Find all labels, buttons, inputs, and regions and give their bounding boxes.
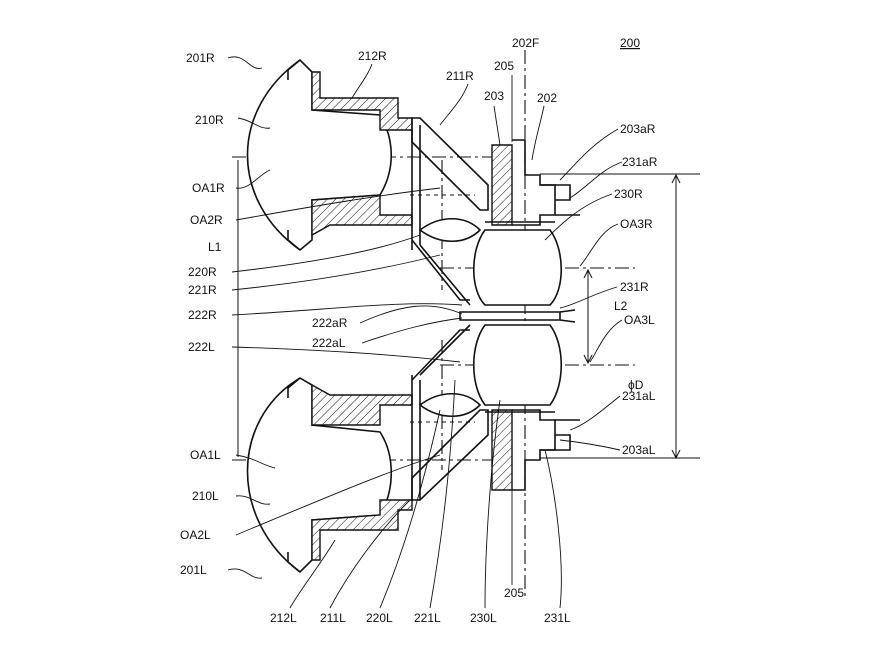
label-230L: 230L [470,611,497,625]
label-OA3R: OA3R [620,217,653,231]
label-222L: 222L [188,340,215,354]
label-220R: 220R [188,265,217,279]
lens-230R [472,229,563,306]
label-OA2L: OA2L [180,528,211,542]
holder-203aL [485,411,580,451]
label-231R: 231R [620,280,649,294]
leader-203 [493,105,501,146]
label-L1: L1 [208,240,222,254]
leader-212R [351,63,373,99]
sensor-205-top [491,144,513,226]
leader-222L [231,346,461,363]
leader-lines [227,56,623,609]
label-OA2R: OA2R [190,213,223,227]
label-231aR: 231aR [622,155,658,169]
label-222R: 222R [188,308,217,322]
leader-230R [544,193,613,241]
label-OA3L: OA3L [624,313,655,327]
label-231L: 231L [544,611,571,625]
label-OA1L: OA1L [190,448,221,462]
label-OA1R: OA1R [192,181,225,195]
prism-221L [411,324,471,381]
leader-201L [227,568,263,579]
label-L2: L2 [614,299,628,313]
leader-211R [439,83,469,126]
label-201R: 201R [186,51,215,65]
label-222aL: 222aL [312,336,346,350]
upper-lens-assembly [246,58,489,306]
label-201L: 201L [180,563,207,577]
leader-230L [484,399,501,609]
leader-220L [379,409,441,609]
holder-211L [411,375,421,500]
leader-221R [231,254,441,291]
label-220L: 220L [366,611,393,625]
leader-222aR [359,305,463,324]
leader-OA3R [579,223,619,267]
label-203aL: 203aL [622,443,656,457]
labels: 200 201R 212R 202F 205 211R 203 202 210R… [180,36,658,625]
label-phiD: ϕD [628,378,644,392]
leader-OA2L [235,454,441,536]
leader-221L [429,379,456,609]
label-203: 203 [484,89,504,103]
leader-203aR [559,128,619,181]
dimensions [237,160,700,460]
lens-220R [418,218,482,242]
lens-210L-inner [287,377,301,573]
label-231aL: 231aL [622,389,656,403]
label-205-bottom: 205 [504,586,524,600]
rear-assembly [459,139,580,491]
dim-L2-arrows [583,268,593,365]
label-221R: 221R [188,283,217,297]
leader-OA1R [235,169,271,189]
label-230R: 230R [614,187,643,201]
leader-OA1L [235,454,276,469]
label-222aR: 222aR [312,316,348,330]
prism-221R [411,239,471,306]
lower-lens-assembly [246,324,489,574]
barrel-212L-lower [311,499,413,561]
leader-231R [559,286,618,309]
leader-231aR [569,161,623,199]
label-211L: 211L [320,611,346,625]
barrel-212R-lower [311,194,413,237]
holder-203aR [485,184,580,223]
leader-OA2R [235,187,441,221]
holder-211R [411,125,421,250]
label-202F: 202F [512,36,539,50]
lens-230L [472,324,563,406]
label-212R: 212R [358,49,387,63]
screw-222aR [559,309,576,323]
label-205-top: 205 [494,59,514,73]
lens-220L [418,393,482,417]
leader-231aL [569,395,621,431]
label-211R: 211R [446,69,474,83]
leader-203aL [559,439,621,451]
label-202: 202 [537,91,557,105]
spacer-222 [459,311,561,321]
leader-210R [237,117,271,129]
leader-222aL [361,317,463,344]
lens-210R-inner [287,59,301,251]
leader-OA3L [589,319,623,363]
sensor-205-bottom [491,409,513,491]
leader-222R [231,303,463,316]
label-210R: 210R [195,113,224,127]
leader-212L [289,539,336,609]
label-203aR: 203aR [620,122,656,136]
leader-202 [531,105,545,161]
leader-231L [544,449,562,609]
label-221L: 221L [414,611,441,625]
leader-211L [329,499,411,609]
figure-number: 200 [620,36,640,50]
label-210L: 210L [192,489,219,503]
barrel-212L [311,383,413,426]
label-212L: 212L [270,611,297,625]
leader-220R [231,234,421,273]
mirror-211R [411,117,489,211]
leader-201R [227,56,263,69]
leader-210L [235,495,271,505]
